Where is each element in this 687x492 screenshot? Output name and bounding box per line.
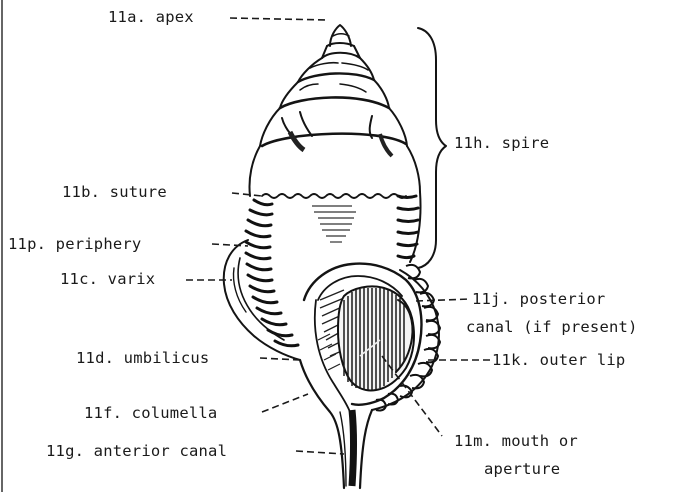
label-spire: 11h. spire [454,134,549,152]
label-umbilicus: 11d. umbilicus [76,349,209,367]
label-apex: 11a. apex [108,8,194,26]
label-suture: 11b. suture [62,183,167,201]
label-outer-lip: 11k. outer lip [492,351,625,369]
label-mouth: 11m. mouth or [454,432,578,450]
right-ribs [398,192,421,262]
shell-drawing [224,25,440,488]
label-posterior-canal-cont: canal (if present) [466,318,638,336]
apex-whorls [322,25,360,58]
aperture-interior [338,286,414,390]
spire-whorls [260,58,407,156]
spire-bracket [418,28,446,268]
label-columella: 11f. columella [84,404,217,422]
label-anterior-canal: 11g. anterior canal [46,442,227,460]
labels: 11a. apex 11h. spire 11b. suture 11p. pe… [8,8,638,478]
label-posterior-canal: 11j. posterior [472,290,605,308]
body-whorl-upper [249,146,420,242]
label-varix: 11c. varix [60,270,155,288]
label-mouth-cont: aperture [484,460,560,478]
label-periphery: 11p. periphery [8,235,141,253]
left-ribs [246,200,298,346]
